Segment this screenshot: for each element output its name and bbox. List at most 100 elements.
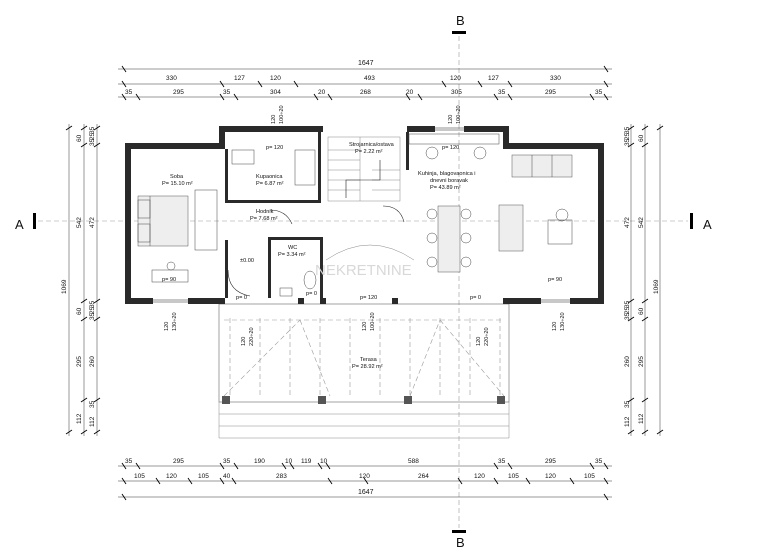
opening-label: 100÷20 <box>279 105 285 124</box>
dim-top-r1-6: 330 <box>550 75 561 82</box>
dim-left-mid-2: 60 <box>76 307 83 315</box>
sill-p0: p= 0 <box>306 291 317 297</box>
door-swing-icon <box>382 205 405 223</box>
dim-top-r1-2: 120 <box>270 75 281 82</box>
dim-top-r2-3: 304 <box>270 89 281 96</box>
dim-bot-r2-3: 40 <box>223 473 231 480</box>
dim-right-in-1: 25 <box>624 132 631 140</box>
terasa-area: P= 28.92 m² <box>352 364 383 370</box>
dim-left-mid-3: 295 <box>76 356 83 367</box>
opening-label: 120 <box>476 337 482 346</box>
terrace-area: Terasa P= 28.92 m² <box>218 303 510 439</box>
dim-top-r2-4: 20 <box>318 89 326 96</box>
dim-bot-r2-5: 120 <box>359 473 370 480</box>
furniture <box>137 133 573 297</box>
sill-p0: p= 0 <box>470 295 481 301</box>
dimension-chain-top: 1647 330 127 120 493 120 127 330 35 295 … <box>118 60 612 101</box>
dim-bot-r2-0: 105 <box>134 473 145 480</box>
dim-top-r2-10: 35 <box>595 89 603 96</box>
dim-top-r2-2: 35 <box>223 89 231 96</box>
wc-sink-icon <box>279 287 293 297</box>
dim-right-mid-1: 542 <box>638 217 645 228</box>
shower-icon <box>294 149 316 186</box>
dim-top-r1-0: 330 <box>166 75 177 82</box>
toilet-icon <box>303 270 317 290</box>
opening-label: 130÷20 <box>172 312 178 331</box>
dim-right-mid-2: 60 <box>638 307 645 315</box>
dim-top-overall: 1647 <box>358 60 374 67</box>
dim-left-in-1: 25 <box>89 132 96 140</box>
level-marker: ±0.00 <box>240 258 254 264</box>
dim-top-r1-1: 127 <box>234 75 245 82</box>
kuhinja-label: Kuhinja, blagovaonica i <box>418 171 476 177</box>
dim-bot-r1-8: 35 <box>498 458 506 465</box>
dim-right-in-6: 35 <box>624 312 631 320</box>
opening-label: 220÷20 <box>484 327 490 346</box>
opening-label: 120 <box>241 337 247 346</box>
sink-icon <box>231 149 255 165</box>
kitchen-counter <box>408 133 500 145</box>
dim-right-in-0: 35 <box>624 126 631 134</box>
dim-bot-r1-2: 35 <box>223 458 231 465</box>
opening-label: 120 <box>448 115 454 124</box>
hodnik-label: Hodnik <box>256 209 274 215</box>
door-swing-icon <box>227 269 251 297</box>
opening-label: 100÷20 <box>456 105 462 124</box>
chair-icon <box>425 146 439 160</box>
door-swing-icon <box>269 209 293 225</box>
dim-bot-r1-7: 588 <box>408 458 419 465</box>
dim-bot-r1-3: 190 <box>254 458 265 465</box>
dim-bot-r1-4: 10 <box>285 458 293 465</box>
dim-bot-r2-10: 105 <box>584 473 595 480</box>
wardrobe-icon <box>194 189 218 251</box>
strojarnica-label: Strojarnica/ostava <box>349 142 395 148</box>
wc-area: P= 3.34 m² <box>278 252 306 258</box>
section-label-a-right: A <box>703 217 712 232</box>
dim-bot-r2-4: 283 <box>276 473 287 480</box>
dim-top-r2-1: 295 <box>173 89 184 96</box>
dim-top-r2-8: 35 <box>498 89 506 96</box>
dim-bot-r2-8: 105 <box>508 473 519 480</box>
dim-right-mid-4: 112 <box>638 413 645 424</box>
soba-area: P= 15.10 m² <box>162 181 193 187</box>
dining-table-icon <box>426 205 472 273</box>
soba-label: Soba <box>170 174 184 180</box>
kuhinja-area: P= 43.89 m² <box>430 185 461 191</box>
dim-bot-r2-1: 120 <box>166 473 177 480</box>
kuhinja-label-2: dnevni boravak <box>430 178 468 184</box>
dim-bot-r1-10: 35 <box>595 458 603 465</box>
dim-right-mid-0: 60 <box>638 134 645 142</box>
dim-top-r1-5: 127 <box>488 75 499 82</box>
wc-label: WC <box>288 245 297 251</box>
dim-top-r2-5: 268 <box>360 89 371 96</box>
exterior-walls <box>125 126 604 304</box>
sill-p90: p= 90 <box>162 277 176 283</box>
dim-right-in-8: 35 <box>624 400 631 408</box>
chair-icon <box>473 146 487 160</box>
dim-top-r2-7: 305 <box>451 89 462 96</box>
opening-label: 130÷20 <box>560 312 566 331</box>
lamp-icon <box>555 208 569 222</box>
sofa-icon <box>511 154 573 178</box>
sill-p90: p= 90 <box>548 277 562 283</box>
dim-left-in-3: 472 <box>89 217 96 228</box>
dimension-chain-right: 35 25 35 472 35 25 35 260 35 112 60 542 … <box>624 124 664 436</box>
sill-p0: p= 0 <box>236 295 247 301</box>
dim-bot-r1-1: 295 <box>173 458 184 465</box>
strojarnica-area: P= 2.22 m² <box>355 149 383 155</box>
dim-bot-r2-7: 120 <box>474 473 485 480</box>
dim-left-mid-1: 542 <box>76 217 83 228</box>
section-label-a-left: A <box>15 217 24 232</box>
dim-right-overall: 1069 <box>653 279 660 294</box>
dim-right-in-3: 472 <box>624 217 631 228</box>
dimension-chain-left: 1069 60 542 60 295 112 35 25 35 472 35 2… <box>61 124 101 436</box>
dim-bot-r2-6: 264 <box>418 473 429 480</box>
dim-left-in-7: 260 <box>89 356 96 367</box>
dim-right-in-2: 35 <box>624 138 631 146</box>
desk-icon <box>151 261 189 283</box>
bed-icon <box>137 195 189 247</box>
sill-p120: p= 120 <box>266 145 283 151</box>
opening-labels: 120 100÷20 120 100÷20 120 130÷20 120 130… <box>164 105 566 346</box>
dim-right-in-7: 260 <box>624 356 631 367</box>
opening-label: 120 <box>271 115 277 124</box>
